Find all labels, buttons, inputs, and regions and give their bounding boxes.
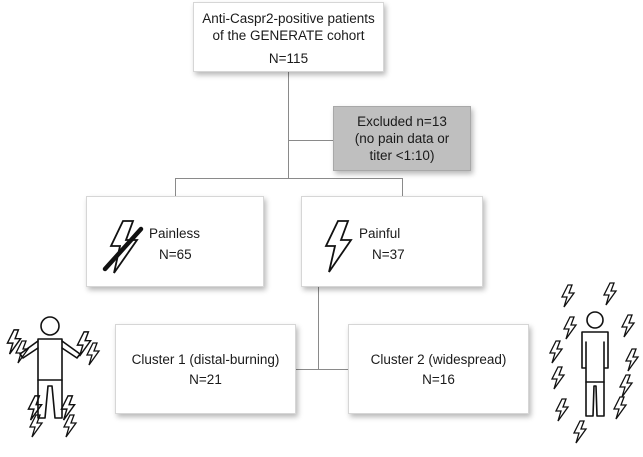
excluded-box: Excluded n=13 (no pain data or titer <1:…: [333, 106, 471, 171]
painful-box: Painful N=37: [301, 196, 483, 287]
painful-count: N=37: [372, 247, 405, 262]
connector-to-painless: [175, 178, 176, 196]
cluster2-count: N=16: [422, 372, 455, 387]
excluded-reason-line2: titer <1:10): [369, 148, 435, 163]
painless-label: Painless: [149, 226, 201, 241]
crossed-lightning-icon: [102, 220, 144, 274]
cluster2-box: Cluster 2 (widespread) N=16: [348, 324, 529, 414]
painless-count: N=65: [159, 247, 192, 262]
painless-box: Painless N=65: [86, 196, 264, 287]
excluded-count: Excluded n=13: [357, 114, 447, 129]
cluster2-label: Cluster 2 (widespread): [370, 352, 507, 367]
connector-split-clusters: [296, 369, 348, 370]
cohort-count: N=115: [268, 51, 309, 66]
cluster1-box: Cluster 1 (distal-burning) N=21: [115, 324, 296, 414]
connector-painful-down: [318, 287, 319, 369]
cohort-box: Anti-Caspr2-positive patients of the GEN…: [193, 2, 384, 72]
connector-split-groups: [175, 178, 402, 179]
connector-cohort-down: [288, 72, 289, 178]
cluster1-count: N=21: [189, 372, 222, 387]
cohort-title-line2: of the GENERATE cohort: [212, 28, 365, 43]
connector-to-painful: [402, 178, 403, 196]
excluded-reason-line1: (no pain data or: [354, 131, 450, 146]
painful-label: Painful: [359, 226, 401, 241]
cohort-title-line1: Anti-Caspr2-positive patients: [202, 11, 375, 26]
person-widespread-pain-icon: [549, 282, 639, 444]
cluster1-label: Cluster 1 (distal-burning): [131, 352, 280, 367]
person-distal-pain-icon: [6, 316, 100, 438]
lightning-icon: [324, 220, 353, 273]
connector-to-excluded: [288, 140, 333, 141]
